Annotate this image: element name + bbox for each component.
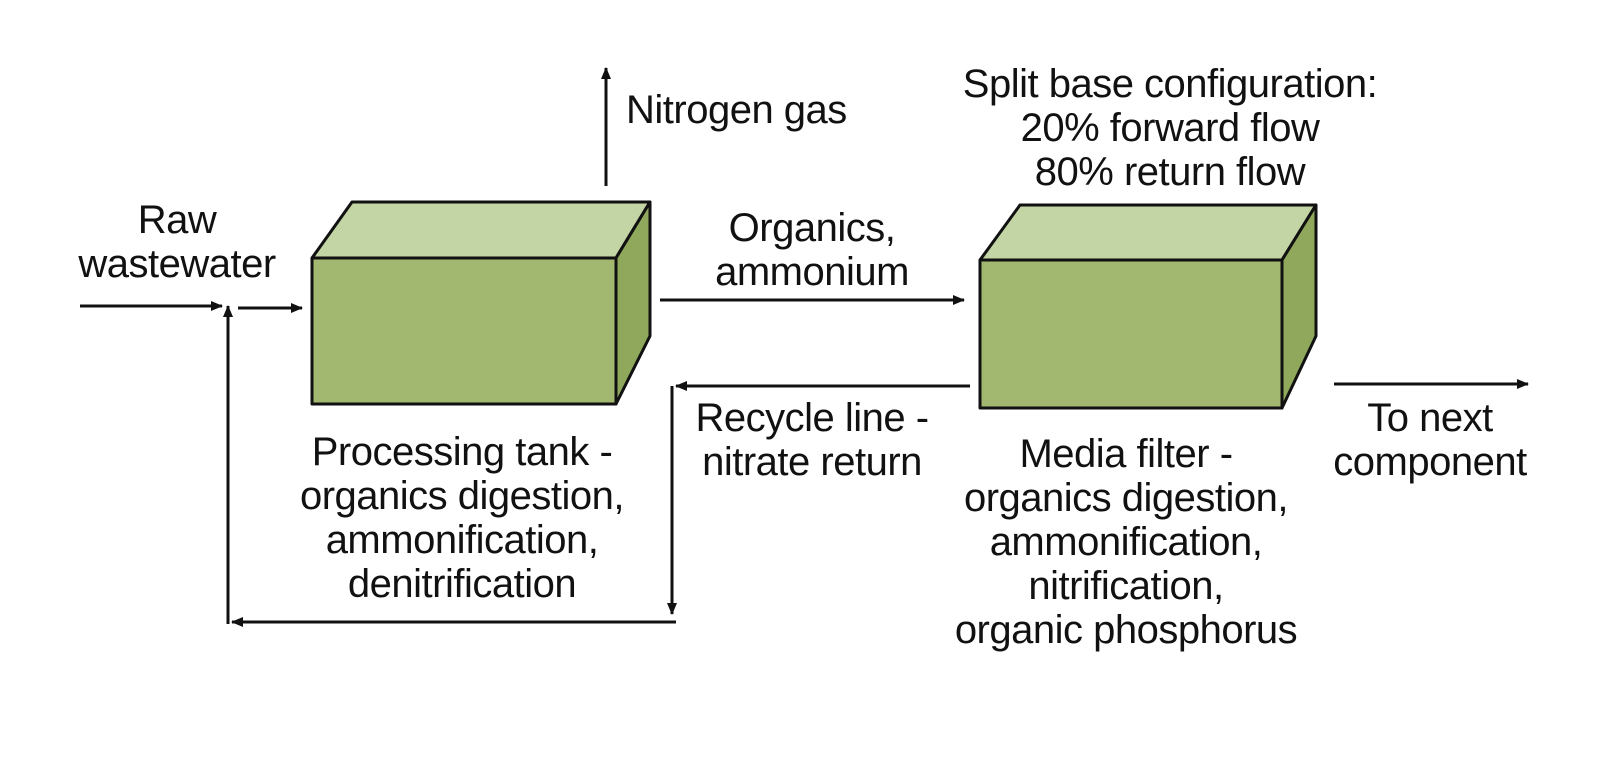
label-line: ammonium [715, 250, 909, 294]
label-line: Nitrogen gas [626, 88, 847, 132]
organics-ammonium-label: Organics, ammonium [688, 206, 936, 294]
label-line: 20% forward flow [1020, 106, 1320, 150]
label-line: Organics, [728, 206, 896, 250]
label-line: organics digestion, [299, 474, 625, 518]
label-line: organic phosphorus [954, 608, 1298, 652]
label-line: Split base configuration: [962, 62, 1378, 106]
processing-tank-box [310, 200, 652, 406]
label-line: Processing tank - [311, 430, 613, 474]
processing-tank-top-face [310, 200, 652, 260]
label-line: To next [1367, 396, 1493, 440]
nitrogen-gas-label: Nitrogen gas [626, 88, 847, 132]
label-line: 80% return flow [1034, 150, 1306, 194]
label-line: Media filter - [1019, 432, 1233, 476]
label-line: denitrification [347, 562, 577, 606]
media-filter-box [978, 203, 1318, 410]
processing-tank-label: Processing tank - organics digestion, am… [290, 430, 634, 606]
recycle-line-label: Recycle line - nitrate return [684, 396, 940, 484]
label-line: nitrification, [1028, 564, 1224, 608]
media-filter-label: Media filter - organics digestion, ammon… [946, 432, 1306, 652]
processing-tank-front-face [310, 256, 618, 406]
label-line: component [1333, 440, 1527, 484]
label-line: nitrate return [702, 440, 922, 484]
media-filter-top-face [978, 203, 1318, 262]
split-config-label: Split base configuration: 20% forward fl… [960, 62, 1380, 194]
label-line: wastewater [78, 242, 276, 286]
label-line: Raw [137, 198, 217, 242]
raw-wastewater-label: Raw wastewater [72, 198, 282, 286]
to-next-component-label: To next component [1322, 396, 1538, 484]
label-line: ammonification, [989, 520, 1263, 564]
label-line: ammonification, [325, 518, 599, 562]
label-line: organics digestion, [963, 476, 1289, 520]
media-filter-front-face [978, 258, 1284, 410]
label-line: Recycle line - [695, 396, 929, 440]
